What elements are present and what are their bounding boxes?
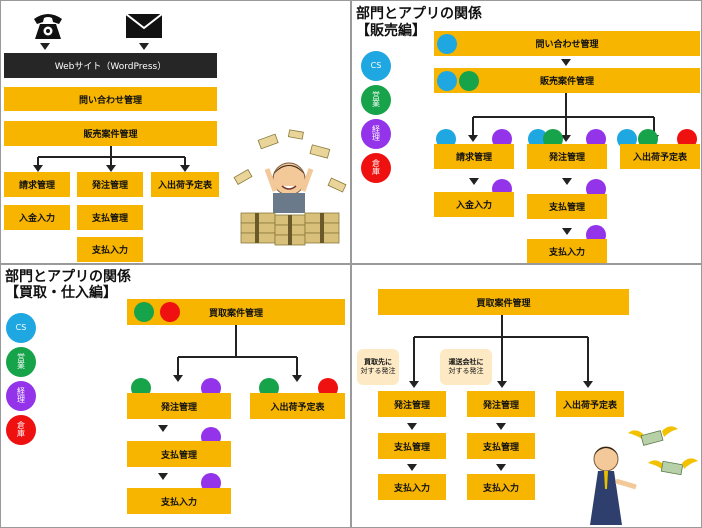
website-box: Webサイト（WordPress） [4,53,217,78]
arrow-head [496,464,506,471]
panel-subtitle: 【販売編】 [356,23,426,39]
shipping-schedule-box: 入出荷予定表 [151,172,219,197]
money-rain-illustration [233,129,347,246]
payment-input-box: 支払入力 [527,239,607,263]
arrow-head [106,165,116,172]
payment-input-box-purchaser: 支払入力 [378,474,446,500]
purchase-case-box: 買取案件管理 [378,289,629,315]
legend-cs: CS [361,51,391,81]
connector-lines [177,325,298,375]
sales-marker [459,71,479,91]
order-box: 発注管理 [527,144,607,169]
panel-purchase: 部門とアプリの関係 【買取・仕入編】 CS 営 業 経 理 倉 庫 買取案件管理… [0,264,351,528]
envelope-icon [125,13,163,38]
cs-marker [437,71,457,91]
legend-cs: CS [6,313,36,343]
arrow-head [409,381,419,388]
deposit-box: 入金入力 [4,205,70,230]
shipping-schedule-box: 入出荷予定表 [556,391,624,417]
arrow-head [407,423,417,430]
arrow-head [497,381,507,388]
panel-subtitle: 【買取・仕入編】 [5,285,117,301]
arrow-head [561,135,571,142]
payment-mgmt-box-carrier: 支払管理 [467,433,535,459]
order-box-purchaser: 発注管理 [378,391,446,417]
order-box-carrier: 発注管理 [467,391,535,417]
deposit-box: 入金入力 [434,192,514,217]
panel-sales: 部門とアプリの関係 【販売編】 CS 営 業 経 理 倉 庫 問い合わせ管理 販… [351,0,702,264]
arrow-head [173,375,183,382]
arrow-head [562,228,572,235]
payment-mgmt-box: 支払管理 [527,194,607,219]
connector-lines [472,93,655,135]
inquiry-box: 問い合わせ管理 [4,87,217,111]
order-box: 発注管理 [127,393,231,419]
sales-case-box: 販売案件管理 [4,121,217,146]
arrow-head [496,423,506,430]
panel-purchase-orders: 買取案件管理 買取先に 対する発注 運送会社に 対する発注 発注管理 発注管理 … [351,264,702,528]
arrow-head [562,178,572,185]
arrow-head [561,59,571,66]
shipping-schedule-box: 入出荷予定表 [250,393,345,419]
connector-lines [413,315,589,383]
arrow-head [33,165,43,172]
arrow-head [583,381,593,388]
legend-warehouse: 倉 庫 [361,153,391,183]
note-line: 対する発注 [448,367,484,375]
inquiry-box: 問い合わせ管理 [434,31,700,56]
arrow-head [158,425,168,432]
order-box: 発注管理 [77,172,143,197]
payment-input-box: 支払入力 [77,237,143,262]
legend-warehouse: 倉 庫 [6,415,36,445]
legend-accounting: 経 理 [361,119,391,149]
telephone-icon [34,14,62,39]
arrow-head [292,375,302,382]
arrow-head [469,178,479,185]
payment-mgmt-box: 支払管理 [127,441,231,467]
billing-box: 請求管理 [434,144,514,169]
note-line: 運送会社に [448,357,484,366]
legend-sales: 営 業 [6,347,36,377]
payment-mgmt-box: 支払管理 [77,205,143,230]
arrow-head [139,43,149,50]
panel-overview: Webサイト（WordPress） 問い合わせ管理 販売案件管理 請求管理 発注… [0,0,351,264]
arrow-head [180,165,190,172]
cs-marker [437,34,457,54]
panel-title: 部門とアプリの関係 [356,6,482,22]
carrier-order-note: 運送会社に 対する発注 [440,349,492,385]
payment-input-box-carrier: 支払入力 [467,474,535,500]
legend-sales: 営 業 [361,85,391,115]
payment-mgmt-box-purchaser: 支払管理 [378,433,446,459]
note-line: 対する発注 [360,367,396,375]
flying-money-illustration [590,426,698,525]
legend-accounting: 経 理 [6,381,36,411]
arrow-head [407,464,417,471]
payment-input-box: 支払入力 [127,488,231,514]
panel-title: 部門とアプリの関係 [5,269,131,285]
billing-box: 請求管理 [4,172,70,197]
purchaser-order-note: 買取先に 対する発注 [357,349,399,385]
note-line: 買取先に [364,357,392,366]
sales-marker [134,302,154,322]
connector-lines [37,146,186,167]
arrow-head [40,43,50,50]
arrow-head [158,473,168,480]
shipping-schedule-box: 入出荷予定表 [620,144,700,169]
warehouse-marker [160,302,180,322]
arrow-head [468,135,478,142]
